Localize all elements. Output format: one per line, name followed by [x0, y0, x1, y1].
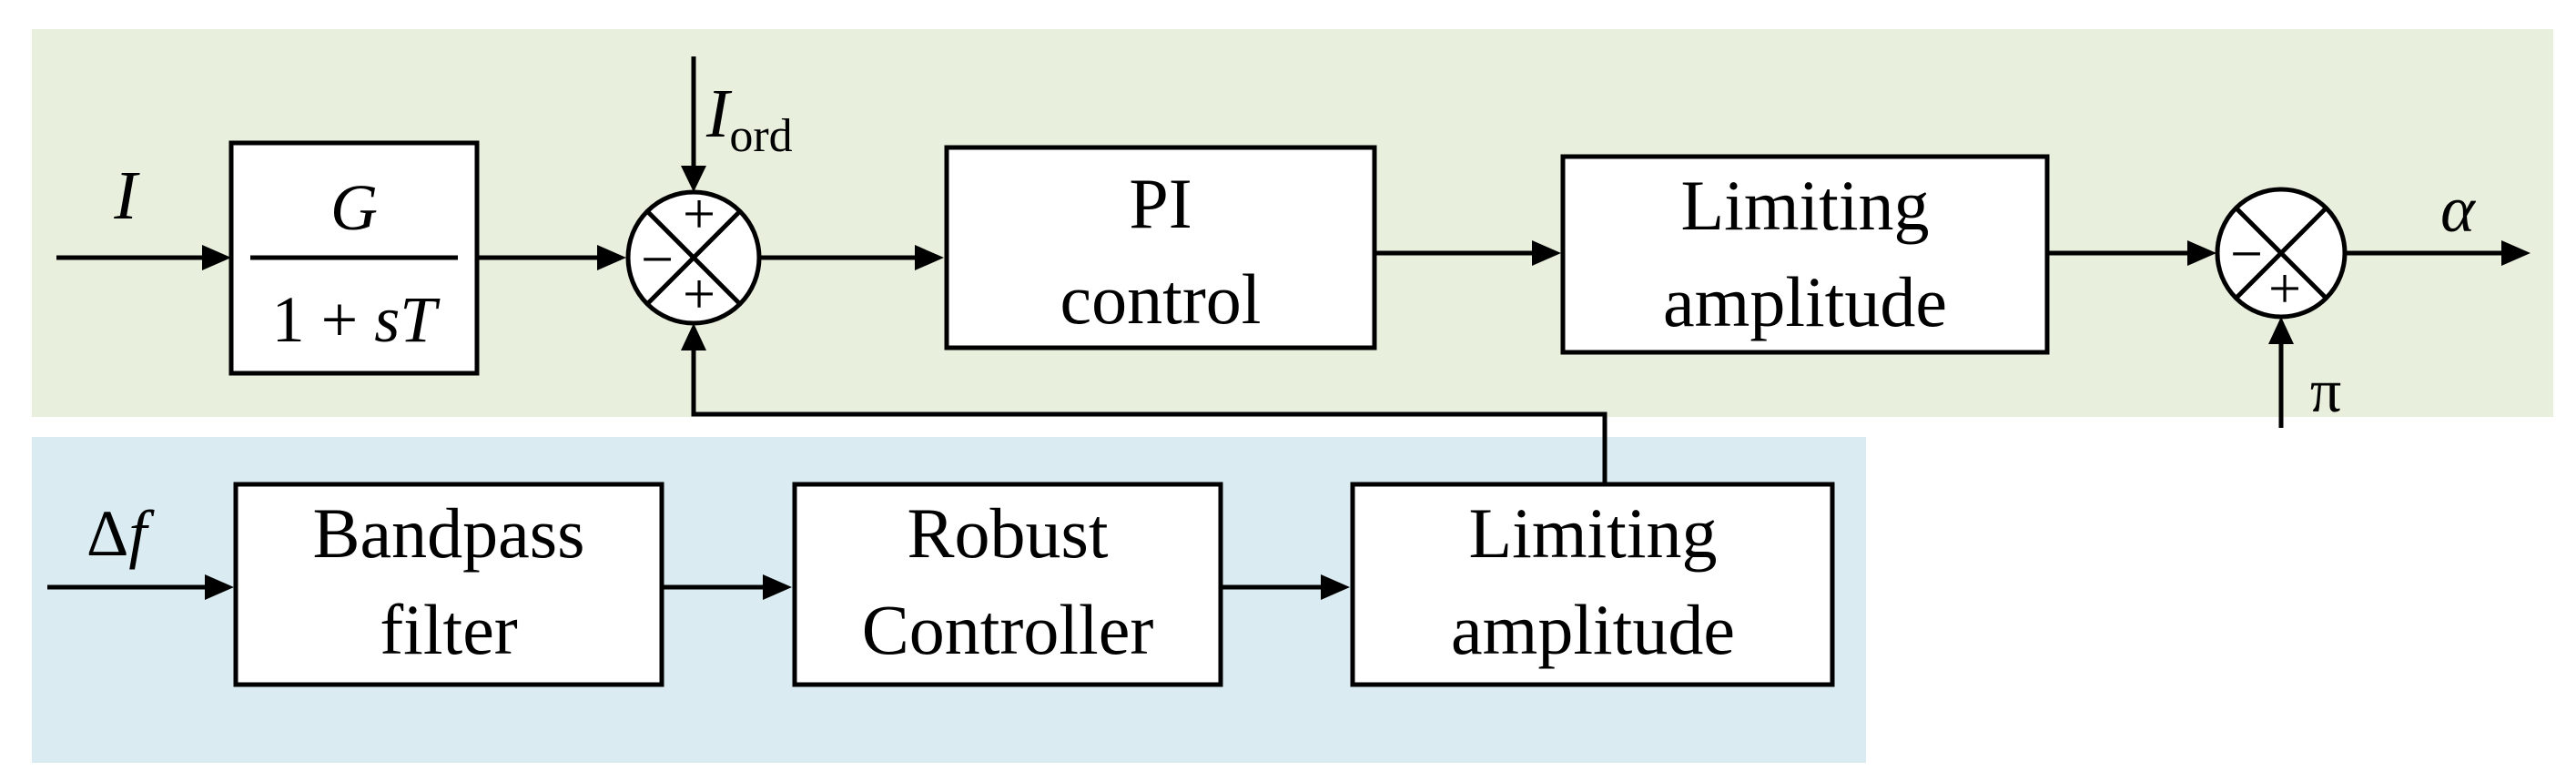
arrowhead	[681, 323, 706, 350]
input-current-label: I	[113, 157, 140, 234]
sj1-plus-bottom: +	[683, 261, 715, 326]
limiting-amplitude-supp-label-1: Limiting	[1469, 493, 1718, 573]
pi-control-label-2: control	[1060, 259, 1262, 339]
bandpass-filter-block	[233, 482, 664, 687]
arrowhead	[202, 245, 231, 270]
pi-control-block	[944, 145, 1377, 350]
pi-input-label: π	[2310, 356, 2341, 425]
arrowhead	[681, 166, 706, 192]
bandpass-filter-label-1: Bandpass	[313, 493, 585, 573]
arrowhead	[2501, 240, 2530, 266]
arrowhead	[2187, 240, 2216, 266]
sj1-minus-left: −	[641, 227, 674, 291]
delta-f-label: Δf	[86, 497, 155, 570]
pi-control-label-1: PI	[1129, 164, 1192, 243]
limiting-amplitude-block-main	[1560, 154, 2050, 355]
limiting-amplitude-block-supplementary	[1350, 482, 1835, 687]
arrowhead	[1321, 574, 1350, 600]
tf-numerator: G	[330, 171, 378, 244]
sj2-plus-bottom: +	[2268, 256, 2301, 320]
output-alpha-label: α	[2440, 173, 2476, 246]
arrowhead	[2268, 317, 2294, 344]
sj2-minus-left: −	[2230, 221, 2263, 286]
arrowhead	[763, 574, 792, 600]
tf-denominator: 1 + sT	[272, 283, 441, 356]
limiting-amplitude-supp-label-2: amplitude	[1451, 590, 1735, 669]
sj1-plus-top: +	[683, 181, 715, 246]
limiting-amplitude-main-label-2: amplitude	[1663, 262, 1947, 341]
robust-controller-block	[792, 482, 1223, 687]
arrowhead	[1532, 240, 1561, 266]
arrowhead	[597, 245, 626, 270]
robust-controller-label-2: Controller	[862, 590, 1154, 669]
arrowhead	[915, 245, 944, 270]
arrowhead	[205, 574, 234, 600]
bandpass-filter-label-2: filter	[380, 590, 518, 669]
robust-controller-label-1: Robust	[907, 493, 1108, 573]
order-current-label: Iord	[705, 76, 793, 162]
limiting-amplitude-main-label-1: Limiting	[1681, 166, 1930, 245]
